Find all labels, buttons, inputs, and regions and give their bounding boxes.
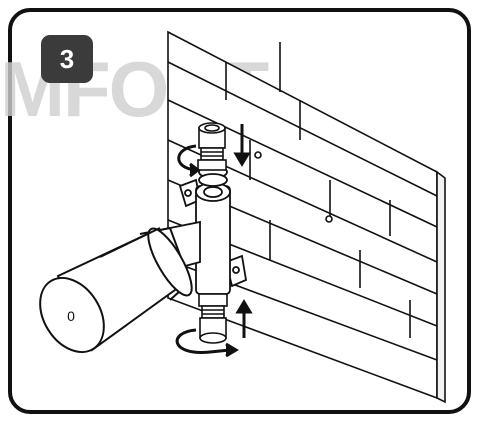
- lower-fitting: [198, 293, 228, 344]
- thermostatic-knob: [39, 226, 193, 354]
- arrow-up-icon: [235, 299, 253, 338]
- rotate-arrow-icon: [177, 144, 201, 178]
- upper-fitting: [197, 122, 227, 171]
- brick-wall: [167, 30, 446, 404]
- knob-marking: 0: [67, 308, 75, 324]
- rotate-arrow-icon: [175, 328, 239, 358]
- arrow-down-icon: [233, 124, 251, 167]
- step-number-badge: 3: [41, 35, 93, 83]
